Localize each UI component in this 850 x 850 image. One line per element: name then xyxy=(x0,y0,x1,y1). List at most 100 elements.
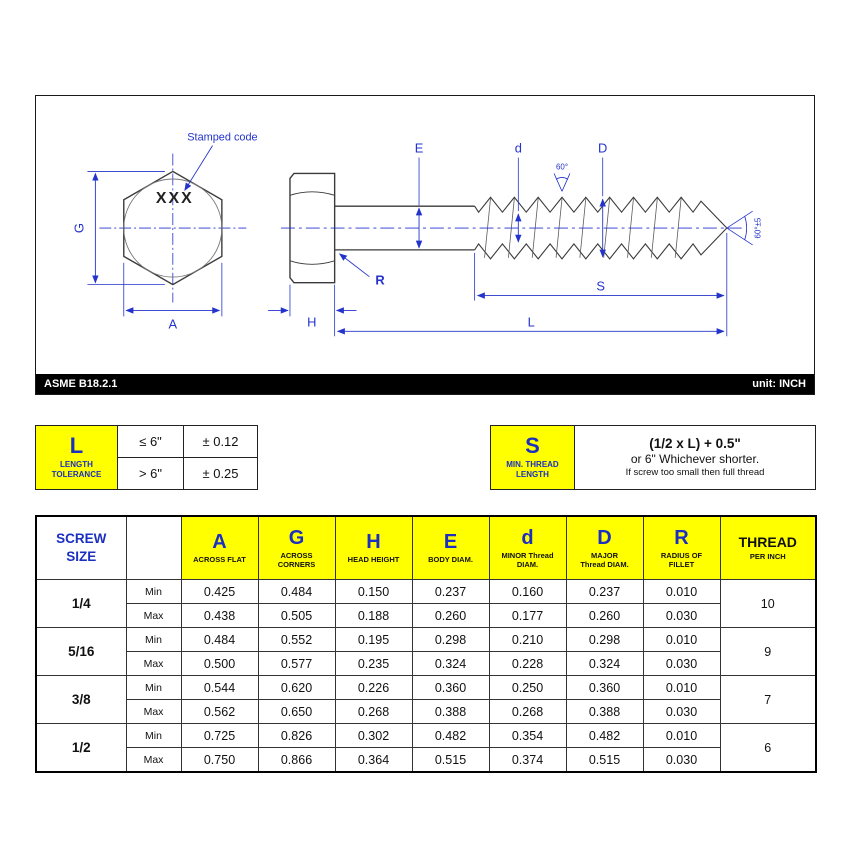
min-label: Min xyxy=(125,627,182,652)
spec-cell: 0.030 xyxy=(642,603,721,628)
dim-label-H: H xyxy=(307,314,316,329)
spec-cell: 0.260 xyxy=(565,603,644,628)
spec-cell: 0.364 xyxy=(334,747,413,773)
dim-label-d: d xyxy=(515,141,522,156)
spec-cell: 0.544 xyxy=(180,675,259,700)
spec-cell: 0.484 xyxy=(257,579,336,604)
formula-line-2: or 6" Whichever shorter. xyxy=(630,451,760,466)
side-view-dimensions: E d D 60° 60°±5 xyxy=(268,141,763,337)
table-row: 5/16 Min 0.484 0.552 0.195 0.298 0.210 0… xyxy=(35,627,817,676)
formula-line-1: (1/2 x L) + 0.5" xyxy=(649,435,741,451)
spec-cell: 0.235 xyxy=(334,651,413,676)
spec-cell: 0.388 xyxy=(565,699,644,724)
spec-cell: 0.826 xyxy=(257,723,336,748)
tolerance-value: ± 0.25 xyxy=(183,457,258,490)
screw-size: 1/2 xyxy=(35,723,127,773)
spec-cell: 0.177 xyxy=(488,603,567,628)
stamp-text: XXX xyxy=(156,190,194,207)
spec-cell: 0.195 xyxy=(334,627,413,652)
drawing-title-bar: ASME B18.2.1 unit: INCH xyxy=(36,374,814,394)
spec-cell: 0.425 xyxy=(180,579,259,604)
table-row: 1/4 Min 0.425 0.484 0.150 0.237 0.160 0.… xyxy=(35,579,817,628)
spec-cell: 0.515 xyxy=(565,747,644,773)
max-label: Max xyxy=(125,651,182,676)
min-label: Min xyxy=(125,579,182,604)
stamped-code-label: Stamped code xyxy=(187,132,257,144)
table-row: 1/2 Min 0.725 0.826 0.302 0.482 0.354 0.… xyxy=(35,723,817,773)
spec-cell: 0.010 xyxy=(642,579,721,604)
spec-cell: 0.515 xyxy=(411,747,490,773)
min-label: Min xyxy=(125,675,182,700)
spec-cell: 0.030 xyxy=(642,747,721,773)
spec-cell: 0.268 xyxy=(488,699,567,724)
dim-label-D: D xyxy=(598,141,607,156)
spec-cell: 0.237 xyxy=(565,579,644,604)
spec-cell: 0.562 xyxy=(180,699,259,724)
spec-cell: 0.010 xyxy=(642,723,721,748)
max-label: Max xyxy=(125,699,182,724)
tip-angle-label: 60°±5 xyxy=(754,217,763,238)
dim-label-G: G xyxy=(71,223,86,233)
spec-cell: 0.360 xyxy=(411,675,490,700)
thread-per-inch: 7 xyxy=(719,675,817,724)
spec-cell: 0.010 xyxy=(642,675,721,700)
spec-cell: 0.030 xyxy=(642,651,721,676)
table-row: Max 0.750 0.866 0.364 0.515 0.374 0.515 … xyxy=(36,747,816,773)
hexagon-outline xyxy=(123,170,223,286)
dim-label-S: S xyxy=(596,279,605,294)
screw-size: 3/8 xyxy=(35,675,127,724)
thread-per-inch: 6 xyxy=(719,723,817,773)
spec-cell: 0.866 xyxy=(257,747,336,773)
dim-label-R: R xyxy=(375,273,385,288)
spec-cell: 0.150 xyxy=(334,579,413,604)
max-label: Max xyxy=(125,747,182,773)
thread-profile-bottom xyxy=(474,227,728,260)
spec-cell: 0.210 xyxy=(488,627,567,652)
spec-cell: 0.268 xyxy=(334,699,413,724)
tolerance-symbol-cell: L LENGTH TOLERANCE xyxy=(35,425,118,490)
spec-cell: 0.010 xyxy=(642,627,721,652)
spec-cell: 0.620 xyxy=(257,675,336,700)
spec-cell: 0.374 xyxy=(488,747,567,773)
dim-label-L: L xyxy=(528,314,535,329)
thread-profile-top xyxy=(474,196,728,229)
spec-cell: 0.505 xyxy=(257,603,336,628)
screw-drawing-svg: XXX Stamped code G A xyxy=(71,132,763,337)
table-row: Max 0.438 0.505 0.188 0.260 0.177 0.260 … xyxy=(36,603,816,628)
standard-reference: ASME B18.2.1 xyxy=(44,378,118,390)
tolerance-condition: ≤ 6" xyxy=(117,425,184,458)
spec-cell: 0.188 xyxy=(334,603,413,628)
minmax-header xyxy=(125,515,182,580)
length-tolerance-table: L LENGTH TOLERANCE ≤ 6" ± 0.12 > 6" ± 0.… xyxy=(35,425,258,490)
thread-angle-label: 60° xyxy=(556,162,568,171)
min-thread-length-table: S MIN. THREAD LENGTH (1/2 x L) + 0.5" or… xyxy=(490,425,816,490)
thread-per-inch: 10 xyxy=(719,579,817,628)
thread-length-symbol: S xyxy=(525,433,540,458)
table-row: Max 0.500 0.577 0.235 0.324 0.228 0.324 … xyxy=(36,651,816,676)
screw-side-view xyxy=(281,172,743,284)
spec-cell: 0.438 xyxy=(180,603,259,628)
spec-cell: 0.030 xyxy=(642,699,721,724)
screw-size: 1/4 xyxy=(35,579,127,628)
spec-cell: 0.226 xyxy=(334,675,413,700)
spec-cell: 0.237 xyxy=(411,579,490,604)
spec-cell: 0.360 xyxy=(565,675,644,700)
spec-cell: 0.484 xyxy=(180,627,259,652)
tolerance-value: ± 0.12 xyxy=(183,425,258,458)
screw-size: 5/16 xyxy=(35,627,127,676)
formula-line-3: If screw too small then full thread xyxy=(625,466,765,478)
dim-label-E: E xyxy=(415,141,424,156)
max-label: Max xyxy=(125,603,182,628)
spec-cell: 0.552 xyxy=(257,627,336,652)
spec-cell: 0.324 xyxy=(565,651,644,676)
technical-drawing: XXX Stamped code G A xyxy=(35,95,815,395)
tolerance-symbol: L xyxy=(69,433,84,458)
thread-per-inch: 9 xyxy=(719,627,817,676)
spec-cell: 0.500 xyxy=(180,651,259,676)
